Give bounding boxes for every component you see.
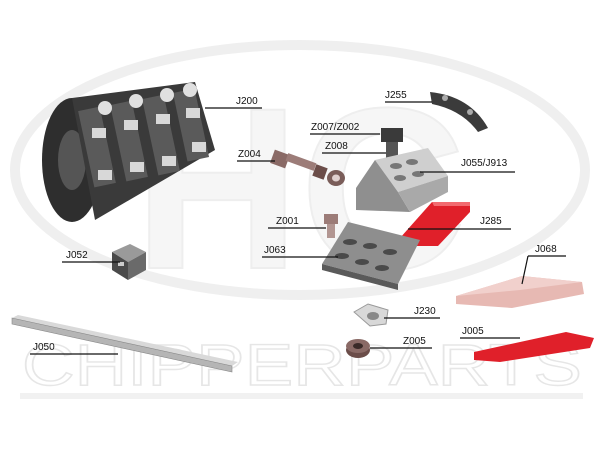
label-z005[interactable]: Z005 [403,336,426,347]
label-z008[interactable]: Z008 [325,141,348,152]
label-j005[interactable]: J005 [462,326,484,337]
part-j052-block [112,244,146,280]
label-j200[interactable]: J200 [236,96,258,107]
part-j200-drum [42,82,215,222]
part-j285-knife [400,202,470,246]
part-z004-bolt-set [270,149,345,186]
part-j255-shape [430,92,488,132]
watermark-swoosh [10,40,590,300]
part-j005-blade [474,332,594,362]
label-j055-j913[interactable]: J055/J913 [461,158,508,169]
leader-j068-drop [521,255,529,285]
label-j052[interactable]: J052 [66,250,88,261]
part-j068-blade [456,276,584,308]
label-z004[interactable]: Z004 [238,149,261,160]
part-z005-nut [346,339,370,358]
part-z001-screw [324,214,338,238]
label-j255[interactable]: J255 [385,90,407,101]
part-j055-j913-block [356,148,448,212]
label-j285[interactable]: J285 [480,216,502,227]
label-j050[interactable]: J050 [33,342,55,353]
label-z007-z002[interactable]: Z007/Z002 [311,122,360,133]
label-j063[interactable]: J063 [264,245,286,256]
label-j068[interactable]: J068 [535,244,557,255]
part-j230-washer [353,303,389,327]
label-j230[interactable]: J230 [414,306,436,317]
part-j050-bar [11,315,238,373]
watermark-underline [20,393,583,399]
part-j255 [430,92,488,132]
label-z001[interactable]: Z001 [276,216,299,227]
part-j063-plate [322,222,420,290]
